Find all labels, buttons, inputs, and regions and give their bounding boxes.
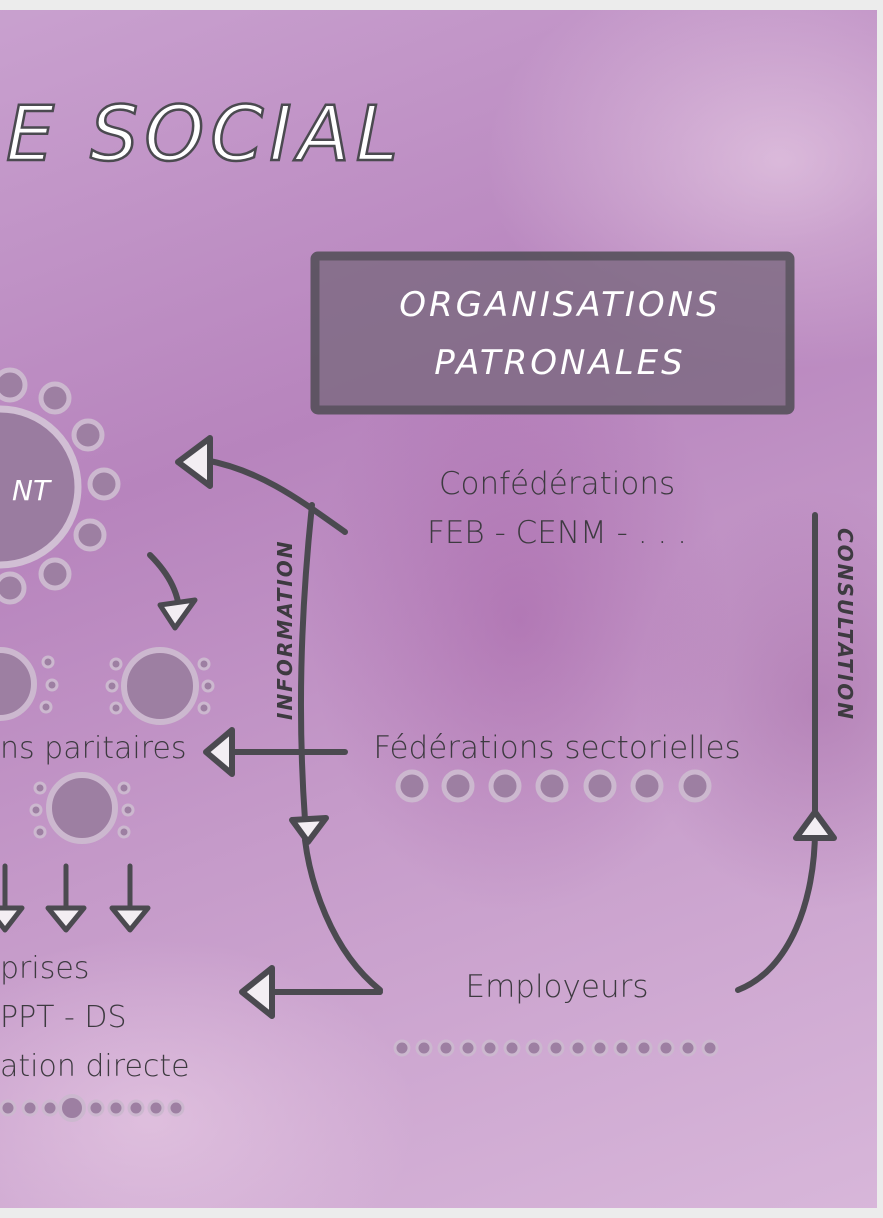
paritaires-circle	[29, 772, 135, 844]
left-label-paritaires: ns paritaires	[0, 731, 187, 766]
confederations-line2: FEB - CENM - . . .	[427, 515, 687, 551]
down-arrows	[0, 863, 151, 933]
right-border	[877, 0, 883, 1218]
bottom-left-dots	[0, 1094, 185, 1122]
top-border	[0, 0, 883, 10]
organisations-patronales-box: ORGANISATIONS PATRONALES	[310, 251, 795, 415]
employeurs-label: Employeurs	[465, 969, 648, 1005]
information-label: INFORMATION	[273, 539, 297, 720]
commission-circles	[0, 647, 215, 725]
confederations-line1: Confédérations	[439, 466, 675, 502]
federations-label: Fédérations sectorielles	[373, 730, 740, 766]
consultation-label: CONSULTATION	[833, 528, 857, 721]
bottom-border	[0, 1208, 883, 1218]
consultation-arrow	[735, 512, 837, 993]
page-title: E SOCIAL	[6, 89, 404, 178]
left-label-directe: ation directe	[0, 1049, 190, 1084]
box-title-line2: PATRONALES	[434, 343, 685, 383]
left-label-prises: prises	[0, 951, 89, 986]
left-circle-label: NT	[12, 474, 52, 507]
federations-dots	[395, 769, 712, 803]
employeurs-dots	[393, 1039, 719, 1057]
box-title-line1: ORGANISATIONS	[399, 285, 720, 325]
information-arrows	[175, 435, 383, 1019]
left-circle-cluster: NT	[0, 367, 121, 605]
left-label-ppt: PPT - DS	[0, 1000, 127, 1035]
